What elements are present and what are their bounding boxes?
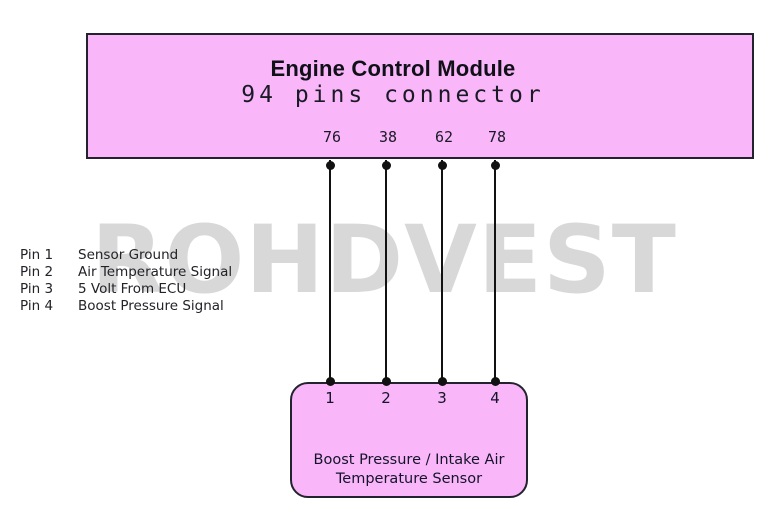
ecm-title: Engine Control Module (270, 56, 516, 81)
sensor-label-line1: Boost Pressure / Intake Air (313, 452, 505, 468)
wire-endpoint-dot (325, 377, 335, 386)
wire-endpoint-dot (437, 161, 447, 170)
wire-endpoint-dot (437, 377, 447, 386)
wire-line (441, 160, 443, 383)
wire-line (385, 160, 387, 383)
legend-description: 5 Volt From ECU (78, 281, 187, 297)
sensor-pin-number: 4 (490, 389, 500, 407)
sensor-pin-number: 1 (325, 389, 335, 407)
ecm-subtitle: 94 pins connector (241, 82, 545, 108)
wire-endpoint-dot (490, 377, 500, 386)
sensor-label-line2: Temperature Sensor (335, 471, 483, 487)
pin-legend: Pin 1 Sensor Ground Pin 2 Air Temperatur… (20, 247, 232, 315)
wire-line (494, 160, 496, 383)
sensor-label: Boost Pressure / Intake Air Temperature … (292, 451, 526, 489)
wire-endpoint-dot (381, 377, 391, 386)
legend-description: Boost Pressure Signal (78, 298, 224, 314)
watermark-text: ROHDVEST (91, 205, 677, 315)
legend-pin: Pin 3 (20, 281, 54, 297)
wire-endpoint-dot (490, 161, 500, 170)
legend-row: Pin 2 Air Temperature Signal (20, 264, 232, 281)
sensor-box: 1 2 3 4 Boost Pressure / Intake Air Temp… (290, 382, 528, 498)
legend-row: Pin 3 5 Volt From ECU (20, 281, 232, 298)
legend-pin: Pin 1 (20, 247, 54, 263)
ecm-box: Engine Control Module 94 pins connector … (86, 33, 754, 159)
ecm-pin-number: 38 (378, 128, 398, 146)
ecm-pin-number: 76 (322, 128, 342, 146)
wire-endpoint-dot (381, 161, 391, 170)
sensor-pin-number: 3 (437, 389, 447, 407)
legend-pin: Pin 2 (20, 264, 54, 280)
legend-row: Pin 1 Sensor Ground (20, 247, 232, 264)
legend-description: Air Temperature Signal (78, 264, 233, 280)
legend-pin: Pin 4 (20, 298, 54, 314)
sensor-pin-number: 2 (381, 389, 391, 407)
ecm-pin-number: 78 (487, 128, 507, 146)
wire-line (329, 160, 331, 383)
legend-row: Pin 4 Boost Pressure Signal (20, 298, 232, 315)
legend-description: Sensor Ground (78, 247, 179, 263)
wire-endpoint-dot (325, 161, 335, 170)
ecm-pin-number: 62 (434, 128, 454, 146)
